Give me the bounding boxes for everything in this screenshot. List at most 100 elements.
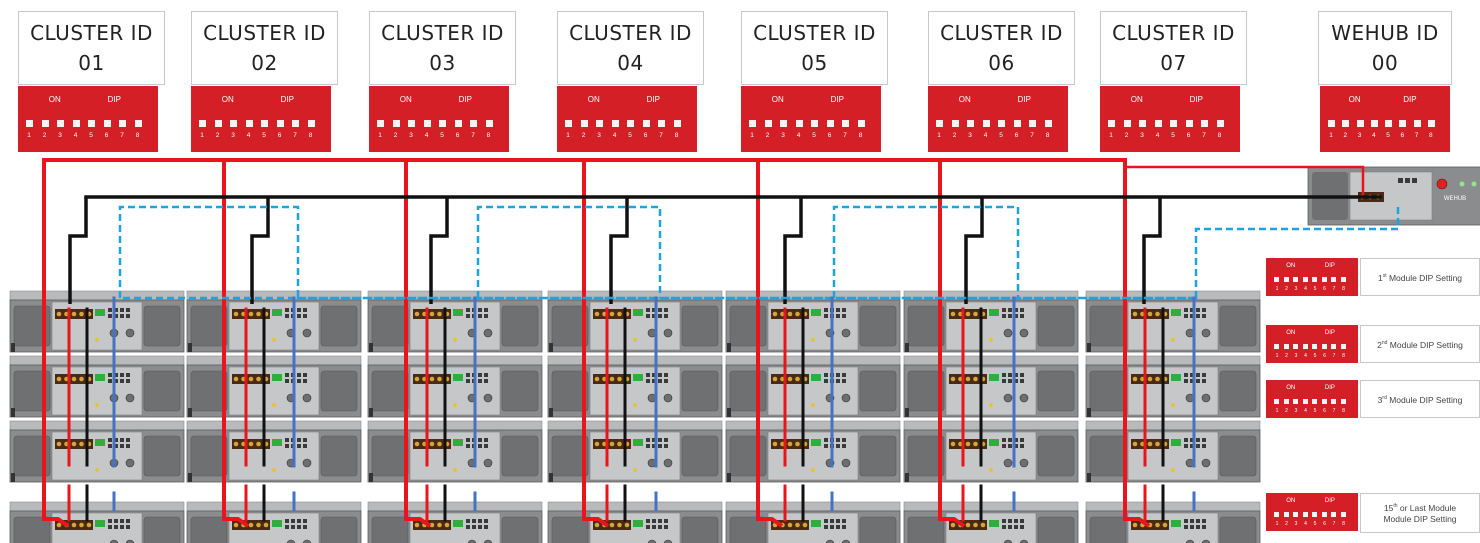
module-rj45-port <box>1002 379 1006 383</box>
battery-module-c7-r1 <box>1085 290 1261 353</box>
dip-number: 5 <box>1386 132 1390 139</box>
module-ordinal-suffix: th <box>1393 503 1398 510</box>
module-rj45-port <box>285 373 289 377</box>
module-rj45-port <box>1190 519 1194 523</box>
dip-label: DIP <box>1324 330 1335 336</box>
dip-toggle <box>1283 399 1289 404</box>
module-rj45-port <box>120 379 124 383</box>
dip-number: 1 <box>1275 521 1279 527</box>
module-rj45-port <box>285 444 289 448</box>
wehub-port <box>1412 178 1417 183</box>
dip-on-label: ON <box>958 95 971 104</box>
module-rj45-port <box>1008 308 1012 312</box>
module-setting-text: Module DIP Setting <box>1386 272 1463 283</box>
module-left-handle <box>371 516 409 543</box>
module-rj45-port <box>108 525 112 529</box>
comm-link-5-6 <box>832 205 1020 298</box>
module-rj45-port <box>1002 438 1006 442</box>
dip-toggle <box>1302 399 1308 404</box>
dip-toggle <box>1321 399 1327 404</box>
dip-toggle <box>1274 399 1279 404</box>
module-rj45-port <box>484 379 488 383</box>
module-setting-text: or Last Module <box>1397 502 1457 513</box>
module-foot <box>905 408 909 417</box>
module-comm-port <box>989 309 999 316</box>
dip-toggle <box>565 120 572 127</box>
dip-label: DIP <box>280 95 294 104</box>
module-terminal-screw <box>1162 522 1168 528</box>
module-terminal-screw <box>594 522 600 528</box>
dip-toggle <box>1029 120 1036 127</box>
module-rj45-port <box>842 308 846 312</box>
module-rj45-port <box>830 519 834 523</box>
module-rj45-port <box>1190 438 1194 442</box>
module-switch <box>302 393 312 403</box>
wehub-port <box>1405 178 1410 183</box>
module-comm-port <box>95 439 105 446</box>
module-switch <box>125 458 135 468</box>
dip-number: 1 <box>1275 286 1279 292</box>
dip-label: DIP <box>646 95 660 104</box>
module-rj45-port <box>484 373 488 377</box>
module-switch <box>841 328 851 338</box>
module-led <box>272 338 276 342</box>
module-setting-text-line2: Module DIP Setting <box>1383 513 1457 524</box>
module-rj45-port <box>303 525 307 529</box>
module-rj45-port <box>658 525 662 529</box>
cluster-id-value: 07 <box>1160 51 1187 75</box>
module-comm-port <box>633 309 643 316</box>
dip-toggle <box>1427 120 1435 127</box>
dip-number: 2 <box>952 132 957 139</box>
module-rj45-port <box>836 373 840 377</box>
module-rj45-port <box>1184 373 1188 377</box>
dip-number: 8 <box>1428 132 1433 139</box>
module-terminal-screw <box>56 522 62 528</box>
module-terminal-screw <box>594 376 600 382</box>
module-led <box>1171 338 1175 342</box>
module-left-handle <box>13 370 51 412</box>
comm-link-1-2 <box>118 205 300 300</box>
module-top-rail <box>725 355 901 366</box>
module-terminal-screw <box>609 441 615 447</box>
cluster-id-value: 03 <box>429 51 456 75</box>
module-rj45-port <box>114 314 118 318</box>
module-rj45-port <box>664 438 668 442</box>
dip-number: 4 <box>796 132 801 139</box>
module-right-handle <box>681 435 719 477</box>
dip-number: 3 <box>58 132 62 139</box>
module-comm-port <box>989 439 999 446</box>
wehub-device-label: WEHUB <box>1444 196 1466 202</box>
module-terminal-screw <box>772 311 778 317</box>
module-rj45-port <box>652 314 656 318</box>
dip-toggle <box>1044 120 1052 127</box>
module-foot <box>1087 473 1091 482</box>
module-terminal-screw <box>1132 376 1138 382</box>
module-terminal-screw <box>973 522 978 528</box>
module-led <box>95 403 99 407</box>
dip-toggle <box>596 120 603 127</box>
module-rj45-port <box>1014 308 1018 312</box>
module-rj45-port <box>120 438 124 442</box>
module-rj45-port <box>1020 438 1024 442</box>
module-rj45-port <box>1184 438 1188 442</box>
dip-toggle <box>57 120 64 127</box>
module-terminal-screw <box>965 522 971 528</box>
module-terminal-screw <box>79 376 84 382</box>
dip-toggle <box>1108 120 1115 127</box>
dip-number: 7 <box>659 132 663 139</box>
module-rj45-port <box>652 379 656 383</box>
module-rj45-port <box>1196 444 1200 448</box>
dip-number: 7 <box>1332 286 1336 292</box>
module-terminal-screw <box>414 376 420 382</box>
module-terminal-screw <box>965 311 971 317</box>
module-rj45-port <box>126 519 130 523</box>
module-setting-text: Module DIP Setting <box>1386 394 1463 405</box>
module-terminal-screw <box>950 522 956 528</box>
dip-number: 3 <box>1140 132 1144 139</box>
battery-module-c5-r3 <box>725 420 901 483</box>
wehub-power-button <box>1436 178 1448 190</box>
module-terminal-screw <box>256 441 261 447</box>
dip-number: 4 <box>73 132 78 139</box>
